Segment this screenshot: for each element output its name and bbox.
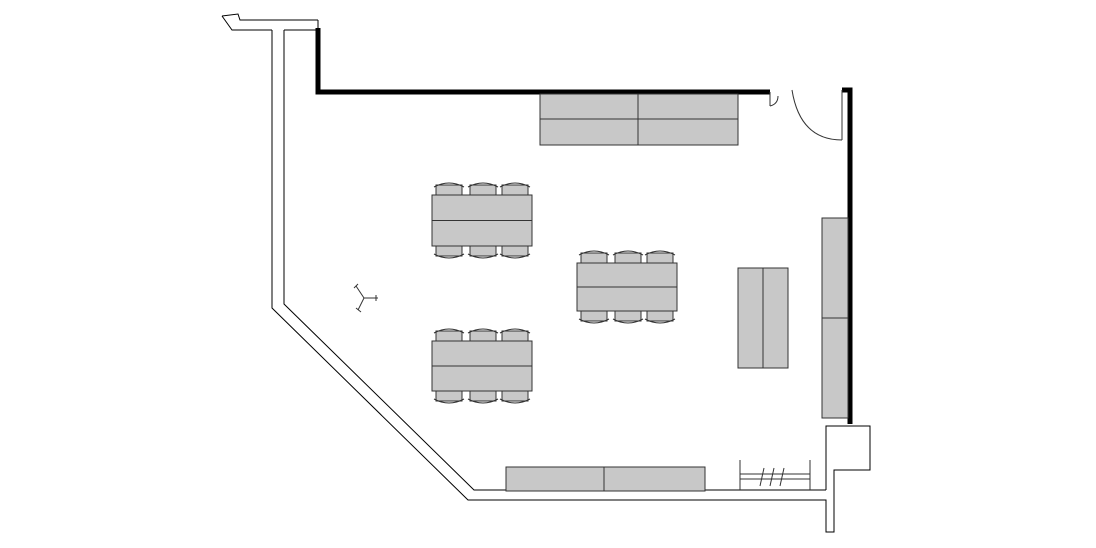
chair: [433, 328, 465, 342]
chair: [499, 390, 531, 404]
cabinet-bank-bottom: [505, 466, 706, 492]
coat-rack: [739, 460, 811, 490]
chair: [644, 250, 676, 264]
chair: [433, 182, 465, 196]
table-group: [576, 250, 678, 324]
chair: [578, 310, 610, 324]
cabinet-bank-right: [821, 217, 849, 419]
chair: [433, 245, 465, 259]
chair: [644, 310, 676, 324]
chair: [612, 250, 644, 264]
door: [769, 89, 843, 141]
chair: [499, 328, 531, 342]
table-group: [431, 182, 533, 259]
chair: [578, 250, 610, 264]
fan-icon: [353, 283, 378, 313]
desk-block: [737, 267, 789, 369]
chair: [467, 390, 499, 404]
chair: [467, 182, 499, 196]
table-group: [431, 328, 533, 404]
thick-walls: [315, 28, 853, 424]
tables: [431, 182, 678, 404]
chair: [433, 390, 465, 404]
chair: [499, 245, 531, 259]
cabinet-bank-top: [539, 93, 739, 146]
chair: [467, 328, 499, 342]
chair: [612, 310, 644, 324]
chair: [467, 245, 499, 259]
chair: [499, 182, 531, 196]
